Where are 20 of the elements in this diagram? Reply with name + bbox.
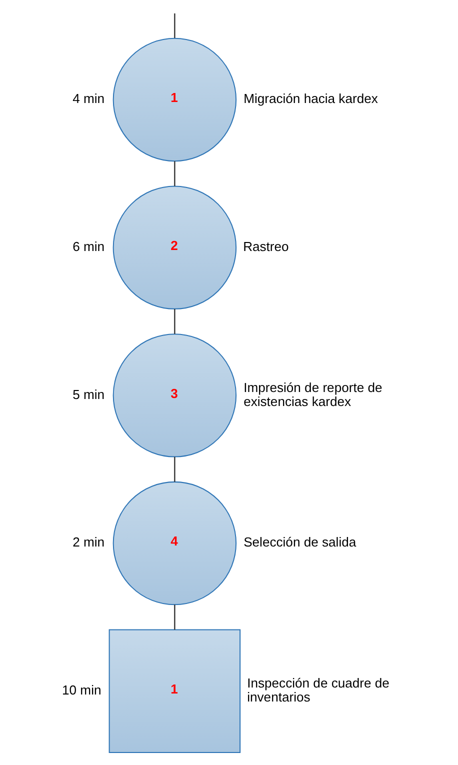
node-circle: 1 <box>112 38 237 162</box>
connector <box>174 13 176 38</box>
node-circle: 4 <box>112 481 237 606</box>
node-label: Impresión de reporte de existencias kardex <box>244 380 382 409</box>
node-circle: 3 <box>112 334 237 458</box>
node-circle: 2 <box>112 186 237 310</box>
connector <box>174 604 176 630</box>
node-box: 1 <box>108 629 241 754</box>
node-label: 2 min <box>72 534 105 550</box>
node-label: Inspección de cuadre de inventarios <box>247 676 390 705</box>
connector <box>174 161 176 186</box>
node-label: 5 min <box>72 386 105 402</box>
node-label: 10 min <box>62 682 102 698</box>
node-label: Selección de salida <box>244 534 356 550</box>
node-label: Migración hacia kardex <box>244 91 378 106</box>
node-label: Rastreo <box>243 238 289 254</box>
node-label: 6 min <box>72 238 105 254</box>
connector <box>174 456 176 482</box>
connector <box>174 309 176 334</box>
node-label: 4 min <box>72 91 105 106</box>
